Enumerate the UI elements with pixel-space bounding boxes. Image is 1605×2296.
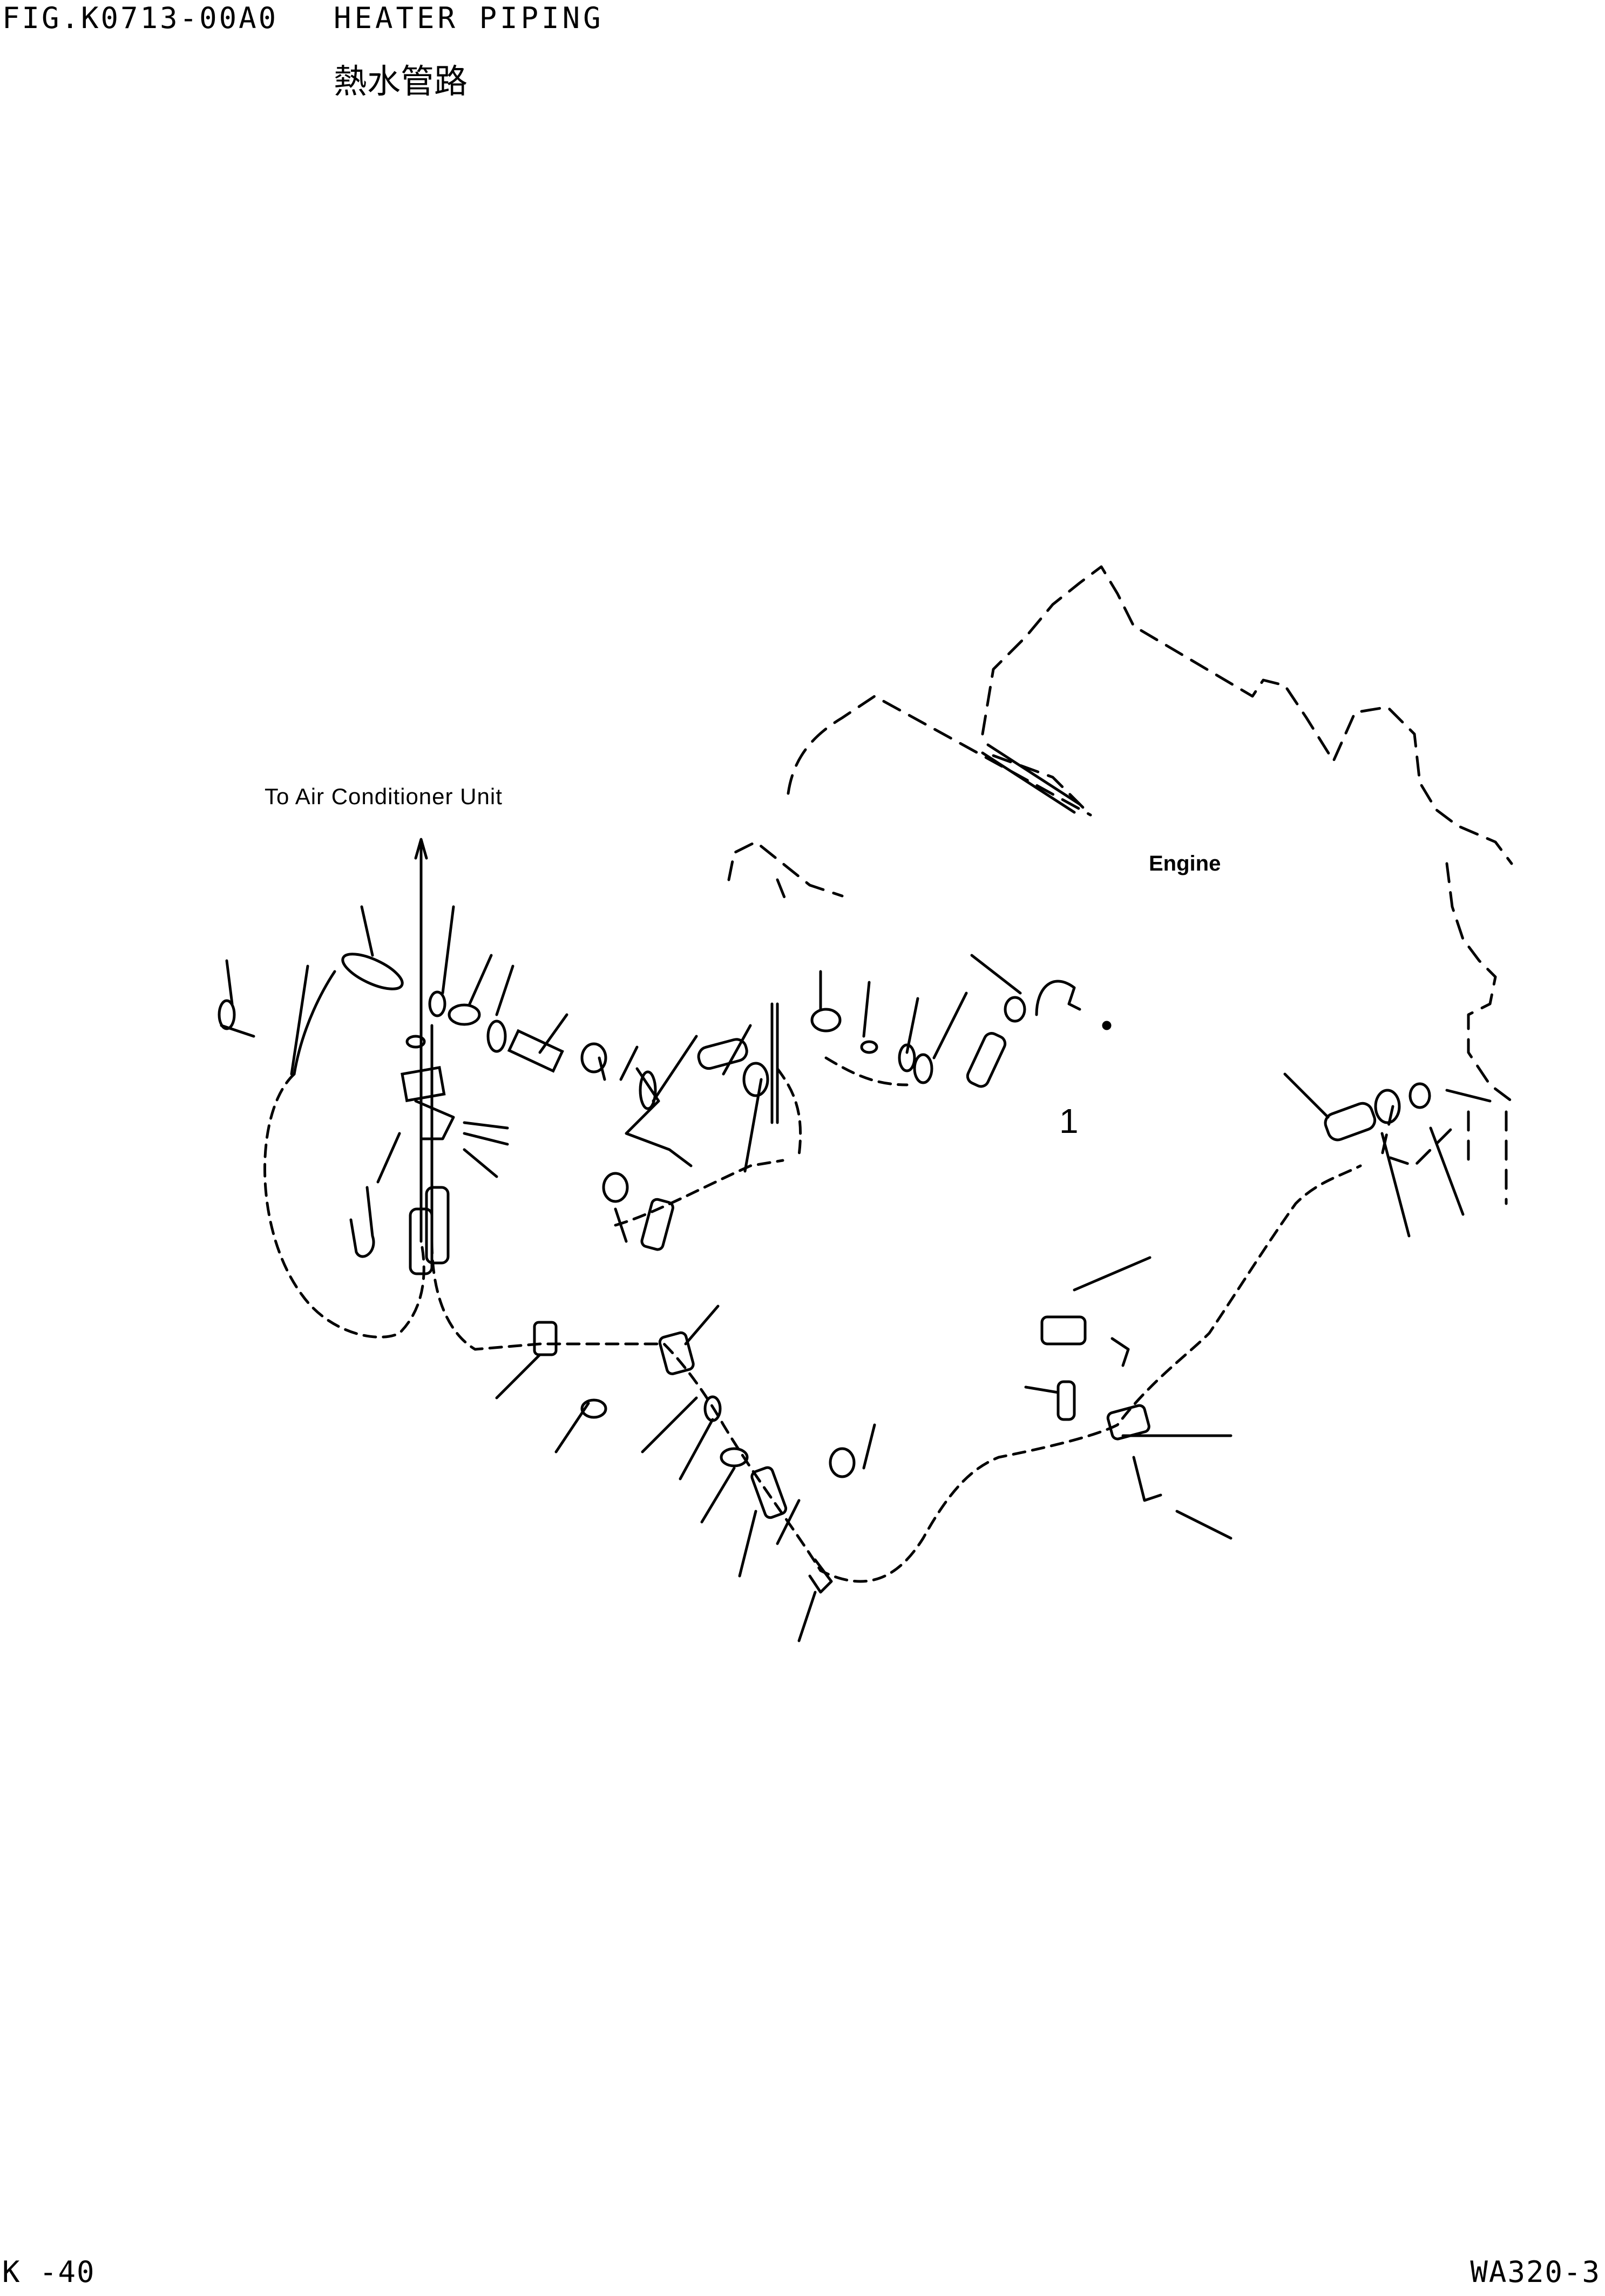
callout-item-number: 1 [1059, 1102, 1079, 1140]
page-title-japanese: 熱水管路 [334, 62, 468, 101]
heater-hose-solid [293, 970, 779, 1243]
model-code: WA320-3 [1470, 2255, 1601, 2289]
heater-hose-lines [263, 1056, 1362, 1583]
engine-pipe-stub [981, 743, 1081, 814]
engine-outline [727, 565, 1513, 1205]
label-engine: Engine [1149, 852, 1221, 875]
page-number: K -40 [2, 2255, 96, 2289]
leader-lines [225, 905, 1492, 1642]
arrow-to-ac-unit [414, 838, 428, 1027]
fittings-clamps [218, 953, 1431, 1594]
label-to-air-conditioner-unit: To Air Conditioner Unit [265, 784, 503, 809]
figure-code: FIG.K0713-00A0 [2, 1, 279, 35]
page-title: HEATER PIPING [334, 1, 604, 35]
